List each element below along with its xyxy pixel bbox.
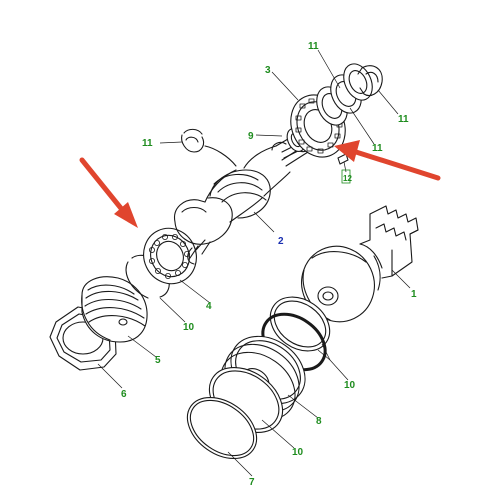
callout-6: 6 — [121, 389, 127, 400]
part-11-circlip-right — [358, 66, 382, 96]
part-11-clip-left — [182, 129, 236, 166]
indicator-arrows — [79, 140, 441, 228]
left-red-arrow-icon — [79, 157, 138, 228]
callout-10-bottom: 10 — [292, 447, 304, 458]
callout-5: 5 — [155, 355, 161, 366]
callout-1: 1 — [411, 289, 417, 300]
callout-11-left: 11 — [142, 138, 153, 149]
callout-7: 7 — [249, 477, 255, 488]
leader-lines — [97, 49, 411, 477]
part-5-housing — [82, 277, 147, 342]
part-12-pin — [338, 154, 348, 164]
part-11-washer-c — [338, 59, 378, 104]
part-10-seal-upper — [260, 286, 340, 362]
part-1-piston-rack — [289, 206, 418, 334]
callout-4: 4 — [206, 301, 212, 312]
part-2-main-shaft — [175, 130, 315, 264]
callout-labels: 1 2 3 4 5 6 7 8 9 10 10 10 11 11 11 11 1… — [121, 41, 417, 488]
callout-10-middle: 10 — [344, 380, 356, 391]
callout-9: 9 — [248, 131, 254, 142]
callout-3: 3 — [265, 65, 271, 76]
callout-8: 8 — [316, 416, 322, 427]
callout-2: 2 — [278, 236, 284, 247]
callout-10-left: 10 — [183, 322, 195, 333]
callout-11-right: 11 — [398, 114, 409, 125]
right-red-arrow-icon — [334, 140, 441, 181]
callout-11-lower: 11 — [372, 143, 383, 154]
part-7-snap-ring-bottom — [176, 385, 268, 471]
callout-12-box: 12 — [341, 169, 352, 184]
callout-12: 12 — [343, 174, 352, 183]
callout-11-top: 11 — [308, 41, 319, 52]
part-4-ball-bearing — [135, 220, 206, 293]
